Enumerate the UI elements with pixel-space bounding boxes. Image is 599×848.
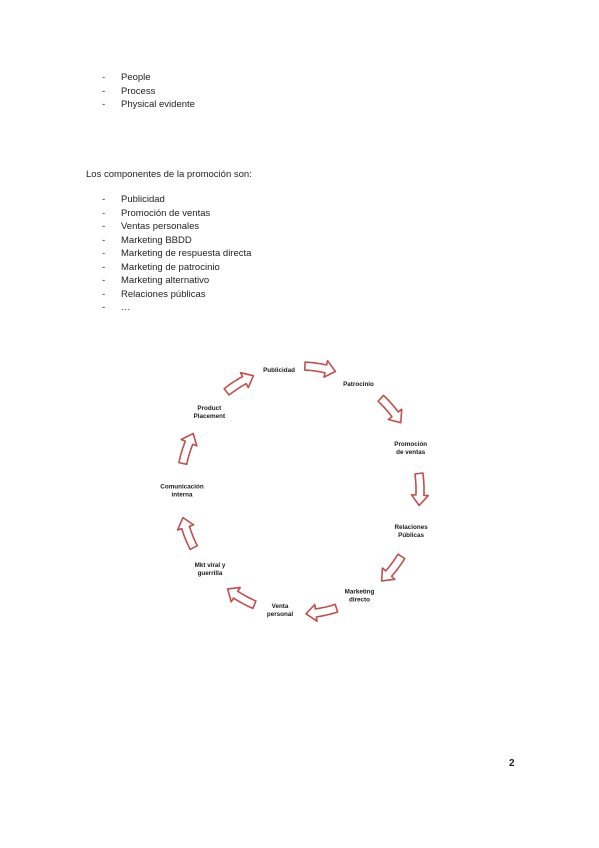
list-item-text: Marketing alternativo [121,275,210,286]
list-item-text: … [121,302,131,313]
bullet-dash: - [102,208,106,219]
bullet-dash: - [102,194,106,205]
bullet-dash: - [102,235,106,246]
cycle-arrow [377,394,403,424]
section-heading: Los componentes de la promoción son: [86,169,252,180]
cycle-node-label: Patrocinio [343,381,374,388]
bullet-dash: - [102,221,106,232]
list-item-text: Relaciones públicas [121,289,206,300]
page-number: 2 [509,758,515,769]
cycle-arrow [305,603,339,622]
cycle-arrow [380,553,406,582]
list-item-text: Publicidad [121,194,165,205]
list-item-text: Promoción de ventas [121,208,211,219]
cycle-arrow [410,472,430,507]
cycle-arrow [226,586,257,610]
bullet-dash: - [102,72,106,83]
bullet-dash: - [102,99,106,110]
bullet-dash: - [102,86,106,97]
list-item-text: Marketing BBDD [121,235,192,246]
cycle-arrow [176,516,199,551]
bullet-dash: - [102,289,106,300]
bullet-dash: - [102,275,106,286]
list-item-text: Marketing de respuesta directa [121,248,252,259]
list-item-text: People [121,72,151,83]
cycle-node-label: Publicidad [263,367,295,374]
cycle-arrow [178,432,198,466]
list-item-text: Ventas personales [121,221,200,232]
bullet-dash: - [102,302,106,313]
cycle-arrow [303,359,337,378]
list-item-text: Marketing de patrocinio [121,262,220,273]
bullet-dash: - [102,262,106,273]
list-item-text: Process [121,86,156,97]
cycle-arrow [223,371,255,396]
list-item-text: Physical evidente [121,99,195,110]
bullet-dash: - [102,248,106,259]
